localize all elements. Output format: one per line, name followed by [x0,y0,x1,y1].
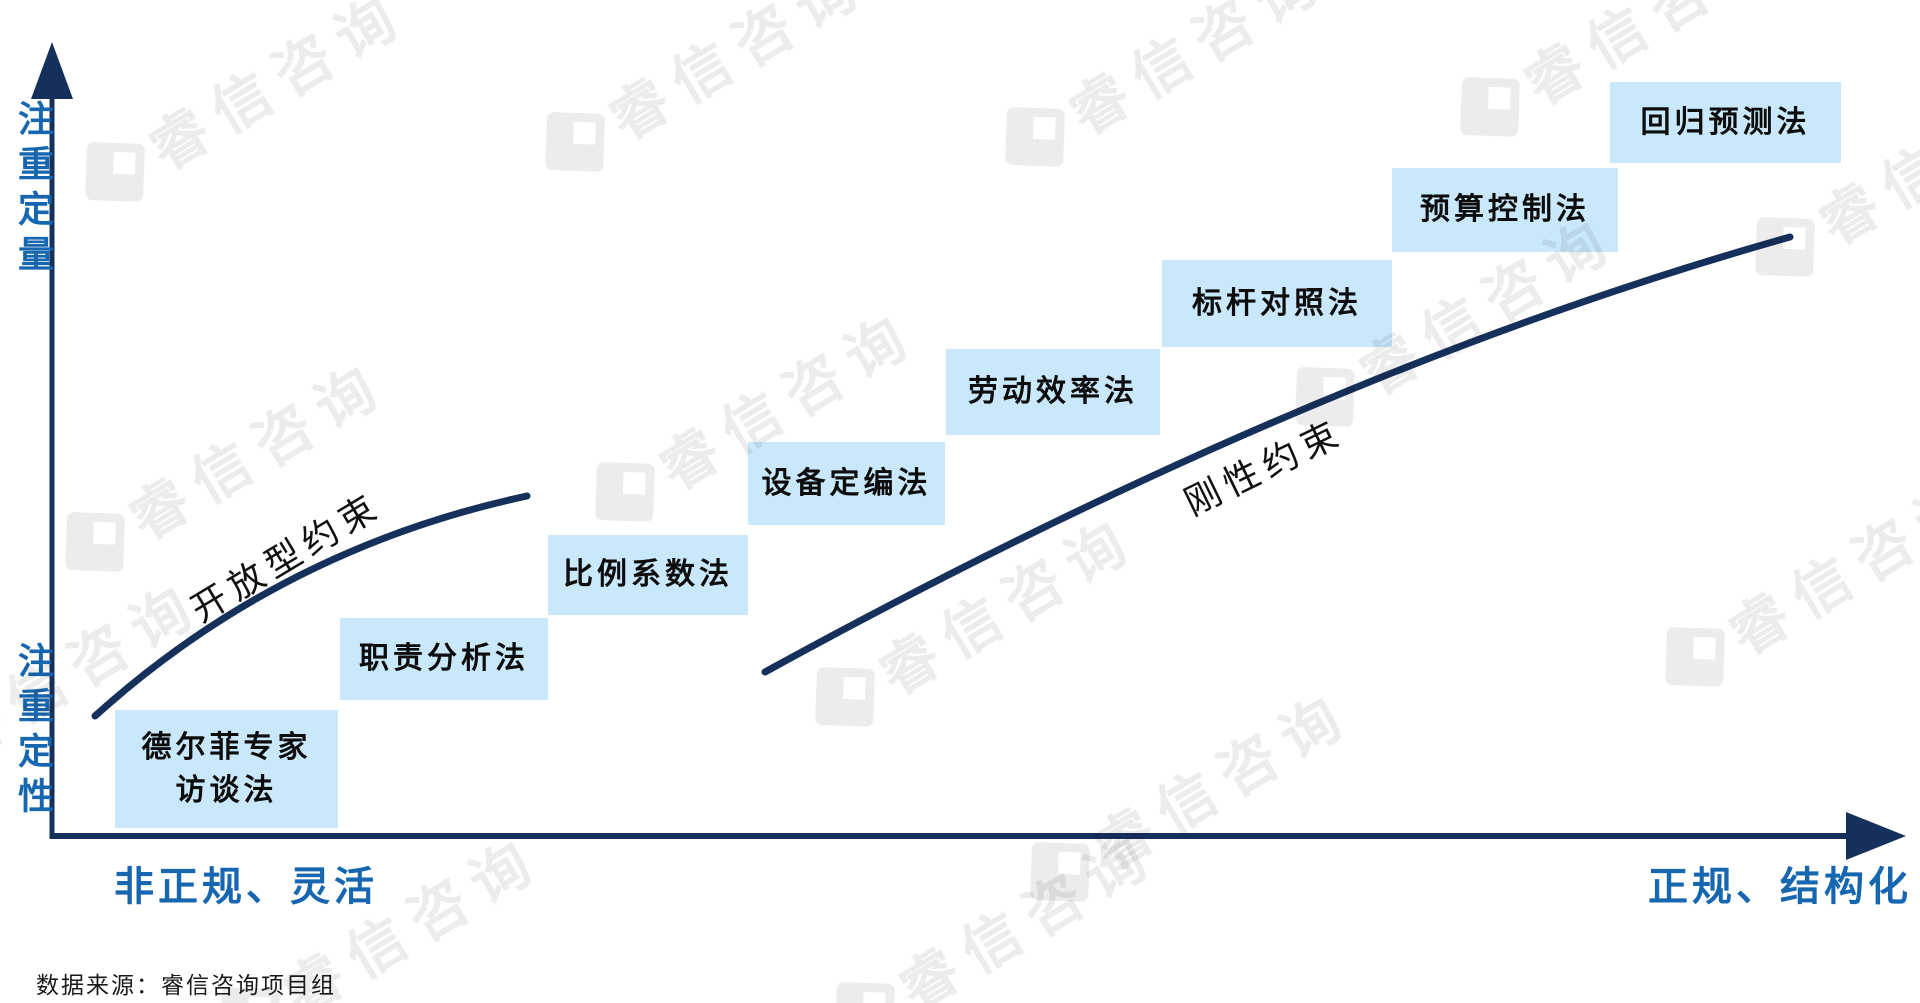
y-axis-label-top: 注重定量 [12,100,53,280]
method-box-labor-efficiency: 劳动效率法 [946,349,1160,435]
method-label: 比例系数法 [563,557,733,593]
method-label: 劳动效率法 [968,374,1138,410]
y-axis-arrow-icon [31,42,73,99]
method-box-delphi-interview: 德尔菲专家 访谈法 [115,710,338,828]
x-axis-arrow-icon [1846,812,1906,860]
method-label: 职责分析法 [359,641,529,677]
method-box-regression-forecast: 回归预测法 [1610,82,1841,163]
method-box-duty-analysis: 职责分析法 [340,618,548,700]
method-box-equipment-staffing: 设备定编法 [748,442,945,525]
method-box-ratio-coefficient: 比例系数法 [548,535,748,615]
open-constraint-curve [91,492,531,720]
method-label: 德尔菲专家 访谈法 [141,729,312,809]
method-box-benchmarking: 标杆对照法 [1162,260,1392,347]
method-label: 预算控制法 [1420,192,1590,228]
data-source-note: 数据来源：睿信咨询项目组 [36,973,336,999]
method-label: 标杆对照法 [1192,285,1362,321]
method-label: 回归预测法 [1640,104,1811,140]
y-axis-label-bottom: 注重定性 [12,642,53,822]
method-label: 设备定编法 [761,465,932,501]
x-axis-label-left: 非正规、灵活 [114,864,378,910]
method-box-budget-control: 预算控制法 [1392,168,1618,252]
x-axis-label-right: 正规、结构化 [1648,864,1912,910]
